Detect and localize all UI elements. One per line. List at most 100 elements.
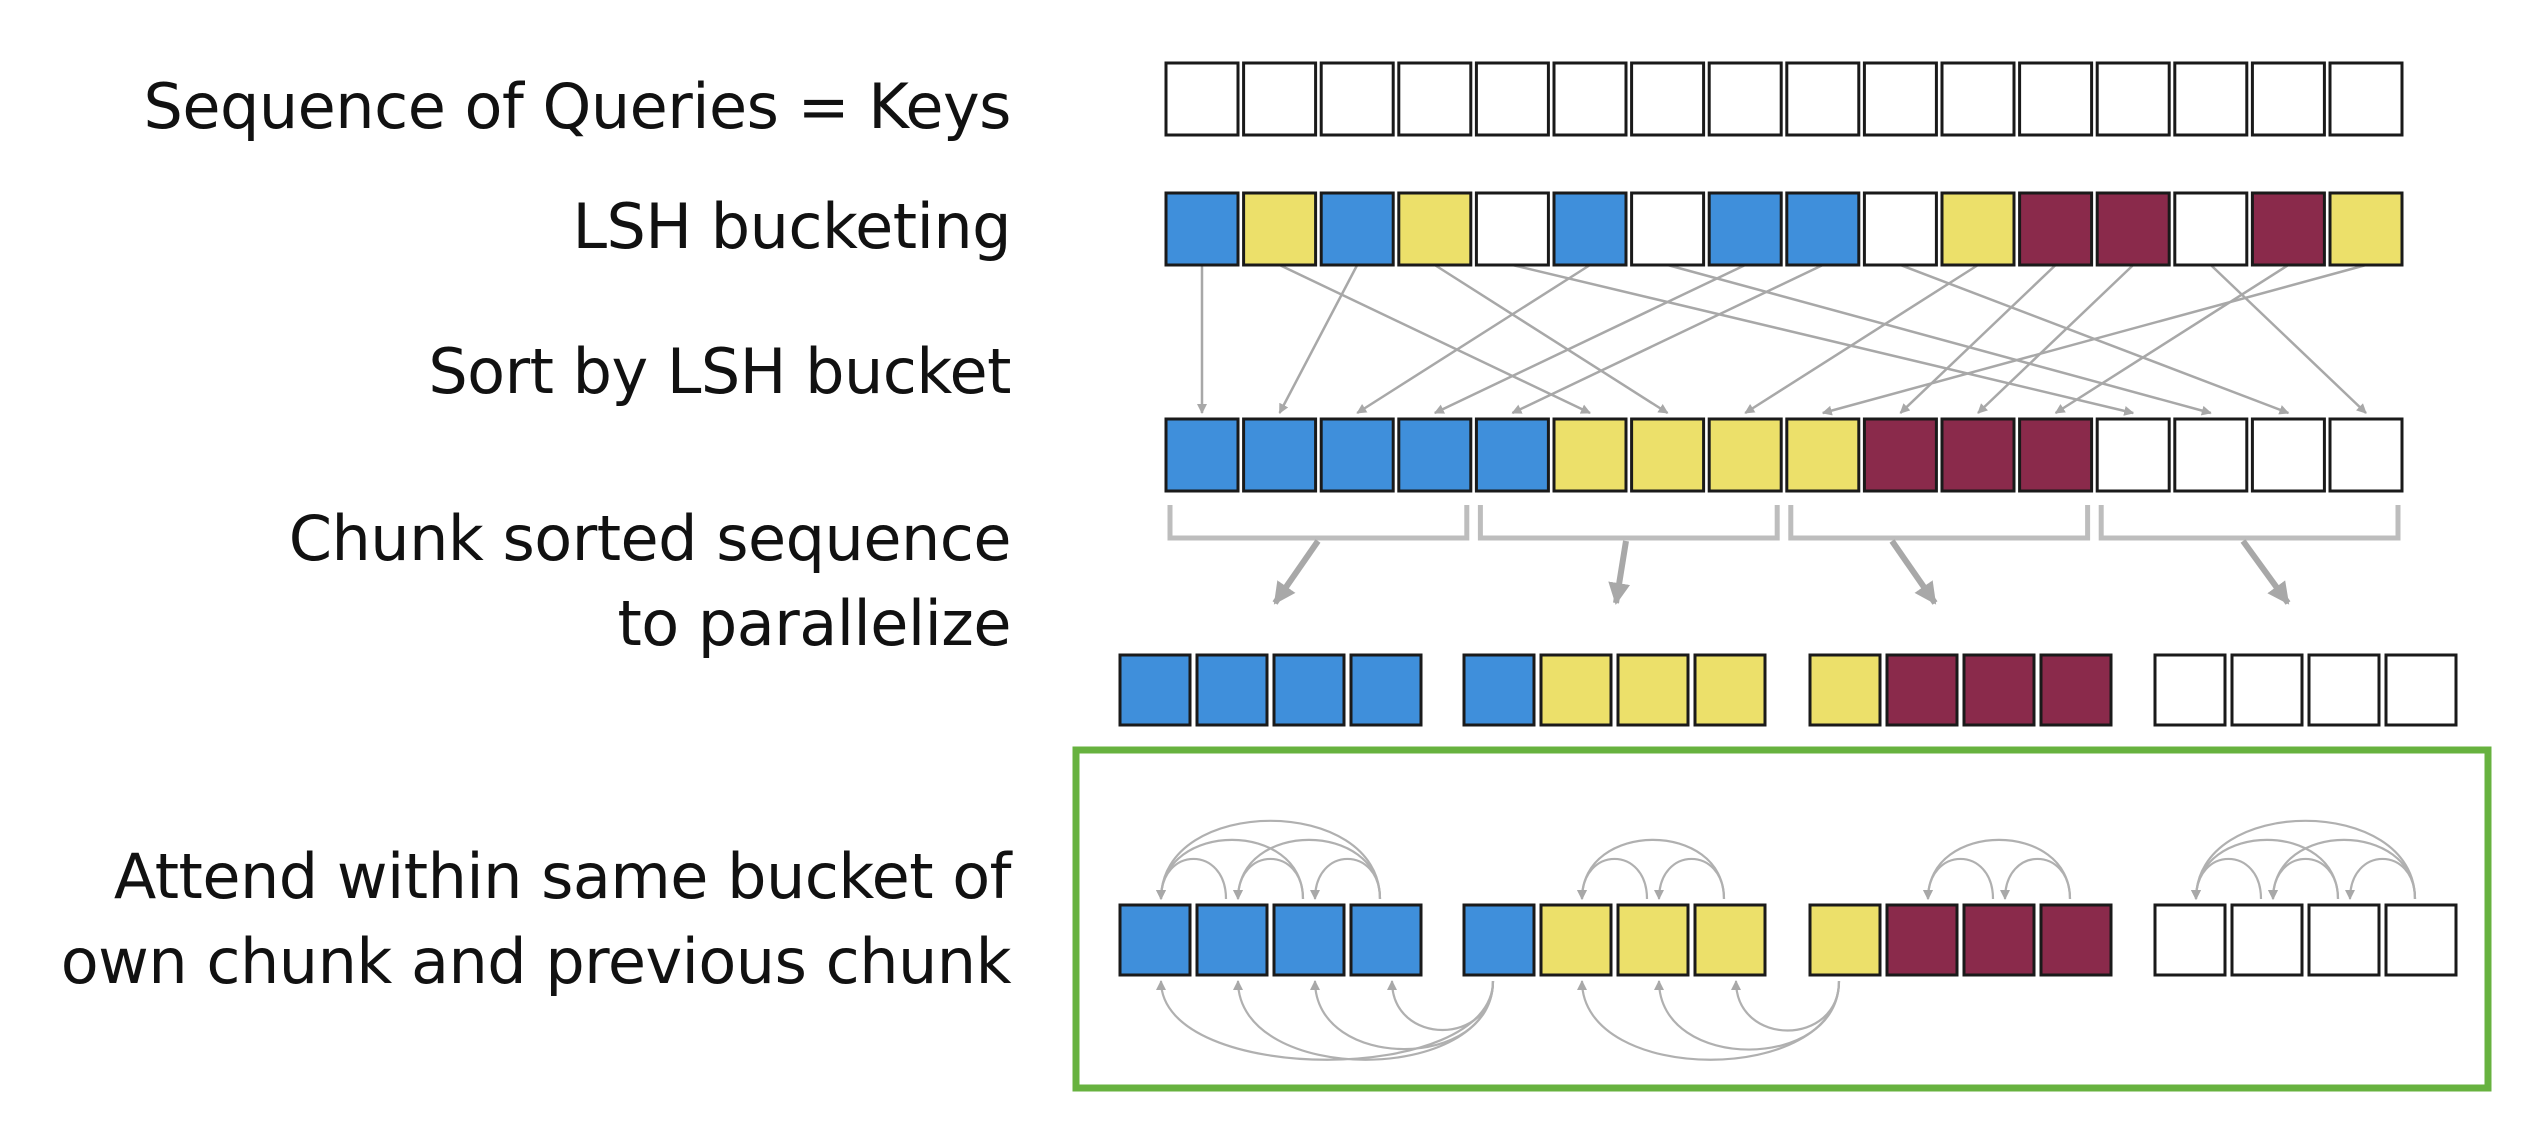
attention-arc-own-chunk [2000,857,2072,900]
attention-arc-previous-chunk [1731,980,1841,1032]
chunk-cell-white [2230,653,2304,727]
lsh-cell-yellow [1397,191,1473,267]
attend-cell-maroon [2039,903,2113,977]
sort-arrow [1899,264,2057,414]
sort-arrows [1197,263,2367,416]
chunk-cell-white [2307,653,2381,727]
attend-cell-white [2384,903,2458,977]
lsh-cell-blue [1785,191,1861,267]
chunk-cell-blue [1462,653,1536,727]
attention-arc-previous-chunk [1654,980,1841,1051]
lsh-cell-blue [1707,191,1783,267]
lsh-cell-blue [1552,191,1628,267]
attention-arc-own-chunk [2345,857,2417,900]
attend-cell-blue [1349,903,1423,977]
sequence-cell-white [1242,61,1318,137]
attend-cell-blue [1118,903,1192,977]
sequence-cell-white [1397,61,1473,137]
sort-arrow [2209,264,2367,414]
chunk-bracket [2098,505,2401,541]
attend-cell-white [2230,903,2304,977]
sort-arrow [1512,263,2135,416]
lsh-cell-yellow [1940,191,2016,267]
chunk-bracket [1788,505,2091,541]
sort-arrow [1433,263,1746,415]
sequence-cell-white [1785,61,1861,137]
chunk-cell-blue [1272,653,1346,727]
sorted-cell-maroon [1862,417,1938,493]
sequence-cell-white [2250,61,2326,137]
attention-arc-own-chunk [1923,857,1995,900]
sequence-cell-white [2173,61,2249,137]
sort-arrow [2054,263,2290,415]
chunk-cell-blue [1349,653,1423,727]
sorted-cell-yellow [1630,417,1706,493]
sorted-cell-yellow [1707,417,1783,493]
chunk-arrow [1272,539,1321,605]
row-attend-chunks [1118,903,2458,977]
sequence-cell-white [2095,61,2171,137]
label-chunk-line1: Chunk sorted sequence [288,502,1012,575]
lsh-cell-white [1630,191,1706,267]
attention-arc-own-chunk [1233,857,1305,900]
sequence-cell-white [2328,61,2404,137]
chunk-cell-maroon [1962,653,2036,727]
sorted-cell-blue [1319,417,1395,493]
row-chunks [1118,653,2458,727]
chunk-cell-white [2384,653,2458,727]
chunk-cell-white [2153,653,2227,727]
chunk-cell-blue [1118,653,1192,727]
sorted-cell-blue [1242,417,1318,493]
sequence-cell-white [1707,61,1783,137]
sequence-cell-white [1862,61,1938,137]
attend-cell-blue [1195,903,1269,977]
chunk-arrow [2240,539,2291,605]
chunk-bracket [1477,505,1780,541]
lsh-cell-white [2173,191,2249,267]
attention-arc-own-chunk [1654,857,1726,900]
label-sequence: Sequence of Queries = Keys [143,70,1012,143]
lsh-cell-yellow [2328,191,2404,267]
attend-cell-yellow [1539,903,1613,977]
sorted-cell-white [2173,417,2249,493]
chunk-cell-maroon [1885,653,1959,727]
lsh-cell-maroon [2018,191,2094,267]
attend-cell-maroon [1962,903,2036,977]
lsh-cell-white [1862,191,1938,267]
chunk-cell-maroon [2039,653,2113,727]
sort-arrow [1356,263,1591,415]
lsh-cell-white [1474,191,1550,267]
attention-arc-previous-chunk [1387,980,1495,1032]
sequence-cell-white [1940,61,2016,137]
row-lsh-bucketing [1164,191,2404,267]
sorted-cell-blue [1164,417,1240,493]
sorted-cell-blue [1397,417,1473,493]
attention-arcs [1156,819,2417,1061]
sequence-cell-white [1474,61,1550,137]
attend-cell-blue [1462,903,1536,977]
sorted-cell-white [2095,417,2171,493]
attention-arc-previous-chunk [1577,980,1841,1061]
attention-arc-own-chunk [1156,819,1382,900]
sorted-cell-maroon [1940,417,2016,493]
attention-arc-previous-chunk [1156,980,1495,1061]
attention-arc-own-chunk [2191,819,2417,900]
sort-arrow [1434,263,1669,415]
sort-arrow [1511,263,1824,415]
attention-arc-previous-chunk [1233,980,1495,1061]
attention-arc-own-chunk [1923,838,2072,900]
sequence-cell-white [1319,61,1395,137]
lsh-cell-maroon [2095,191,2171,267]
attend-cell-yellow [1693,903,1767,977]
label-sort: Sort by LSH bucket [428,335,1011,408]
attend-cell-white [2153,903,2227,977]
row-sorted [1164,417,2404,493]
attention-arc-own-chunk [1577,838,1726,900]
label-attend-line2: own chunk and previous chunk [60,925,1012,998]
sort-arrow [1278,264,1359,414]
sort-arrow [1667,263,2212,416]
attention-arc-own-chunk [1577,857,1649,900]
sorted-cell-yellow [1785,417,1861,493]
label-attend-line1: Attend within same bucket of [113,840,1012,913]
sequence-cell-white [1630,61,1706,137]
